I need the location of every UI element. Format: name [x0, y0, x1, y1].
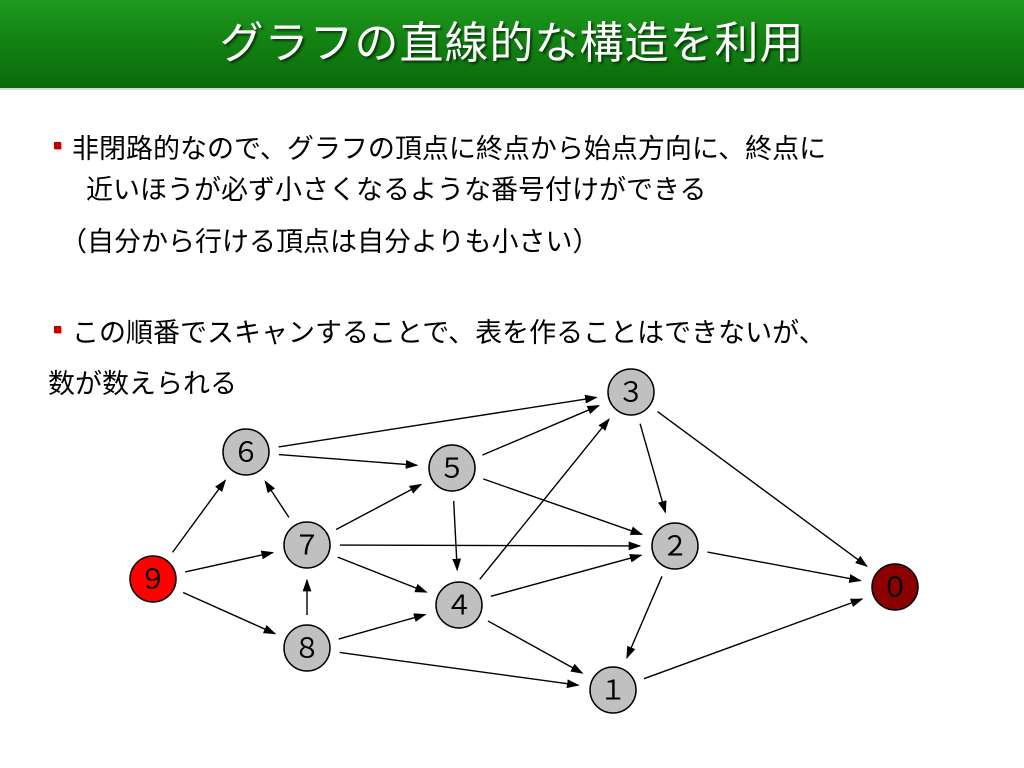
node-circle — [129, 555, 177, 603]
bullet-marker-2 — [54, 326, 61, 333]
edge-n3-n2 — [639, 423, 667, 514]
edge-n9-n8 — [182, 591, 277, 635]
edge-n6-n3 — [278, 394, 598, 448]
edge-n4-n1 — [487, 620, 584, 674]
node-label: １ — [600, 676, 627, 707]
node-circle — [283, 521, 331, 569]
edge-n7-n5 — [335, 483, 423, 531]
edge-n8-n1 — [339, 651, 580, 689]
edge-n3-n0 — [657, 411, 868, 567]
edge-n4-n3 — [479, 418, 610, 580]
graph-node-n9: ９ — [129, 555, 177, 603]
bullet-1-line-1: 非閉路的なので、グラフの頂点に終点から始点方向に、終点に — [72, 134, 827, 165]
graph-node-n8: ８ — [283, 624, 331, 672]
node-circle — [651, 522, 699, 570]
edge-n9-n7 — [185, 550, 275, 573]
bullet-marker-1 — [54, 142, 61, 149]
edge-n2-n1 — [626, 576, 663, 660]
node-label: ２ — [662, 532, 689, 563]
bullet-1-line-3: （自分から行ける頂点は自分よりも小さい） — [60, 227, 600, 258]
graph-node-n2: ２ — [651, 522, 699, 570]
bullet-2-line-1: この順番でスキャンすることで、表を作ることはできないが、 — [72, 318, 826, 349]
bullet-1-line-2: 近いほうが必ず小さくなるような番号付けができる — [86, 175, 707, 206]
graph-node-n5: ５ — [428, 444, 476, 492]
edge-n9-n6 — [171, 479, 227, 553]
node-circle — [428, 444, 476, 492]
edge-n7-n2 — [339, 541, 642, 551]
node-circle — [607, 368, 655, 416]
edge-n7-n6 — [264, 480, 290, 518]
graph-node-n3: ３ — [607, 368, 655, 416]
node-label: ４ — [446, 591, 473, 622]
node-circle — [222, 428, 270, 476]
edge-n6-n5 — [278, 453, 419, 469]
node-label: ７ — [294, 531, 321, 562]
edge-n5-n4 — [452, 500, 462, 572]
edge-n5-n3 — [482, 405, 600, 456]
node-circle — [435, 581, 483, 629]
graph-node-n0: ０ — [871, 563, 919, 611]
edge-n7-n4 — [337, 556, 428, 593]
node-label: ０ — [882, 573, 909, 604]
graph-node-n6: ６ — [222, 428, 270, 476]
edge-n5-n2 — [482, 478, 644, 536]
graph-node-n4: ４ — [435, 581, 483, 629]
node-label: ６ — [233, 438, 260, 469]
node-circle — [589, 666, 637, 714]
graph-node-n7: ７ — [283, 521, 331, 569]
node-label: ３ — [618, 378, 645, 409]
node-circle — [283, 624, 331, 672]
node-label: ９ — [140, 565, 167, 596]
edge-n8-n4 — [338, 613, 427, 640]
edge-n2-n0 — [707, 551, 862, 583]
graph-node-n1: １ — [589, 666, 637, 714]
bullet-2-line-2: 数が数えられる — [48, 369, 237, 400]
edge-n1-n0 — [643, 598, 864, 680]
node-circle — [871, 563, 919, 611]
slide-title: グラフの直線的な構造を利用 — [219, 18, 805, 69]
edge-n4-n2 — [490, 553, 643, 597]
node-label: ５ — [439, 454, 466, 485]
title-bar: グラフの直線的な構造を利用 — [0, 0, 1024, 90]
node-label: ８ — [294, 634, 321, 665]
